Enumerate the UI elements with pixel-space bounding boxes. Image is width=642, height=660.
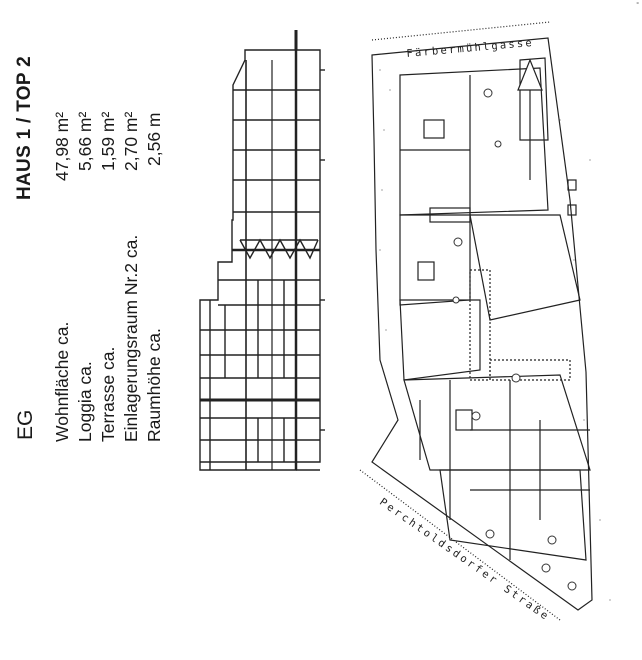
corner-mark: ° [636, 2, 639, 9]
